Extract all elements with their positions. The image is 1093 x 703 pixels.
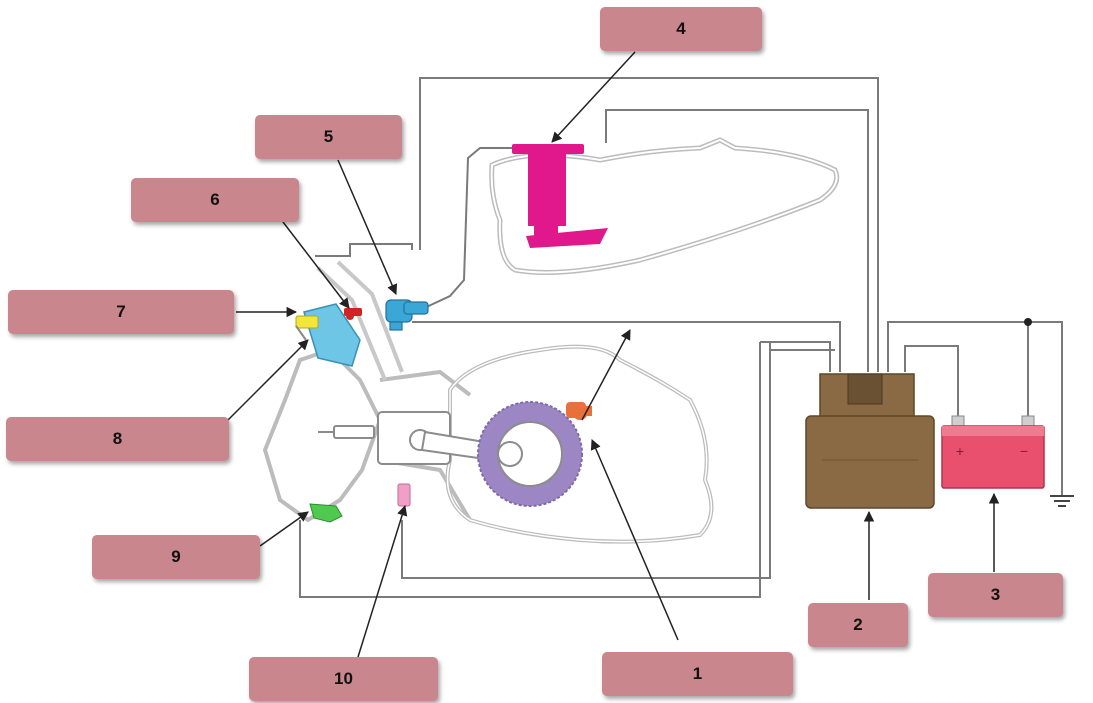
throttle-body <box>295 303 361 367</box>
fuel-injector <box>385 299 429 331</box>
engine-temperature-sensor <box>397 483 411 507</box>
callout-label-9: 9 <box>92 535 260 579</box>
crank-rotor <box>477 401 583 507</box>
battery-plus-symbol: + <box>956 443 964 459</box>
intake-duct <box>316 260 404 381</box>
callout-label-4: 4 <box>600 7 762 51</box>
ground-junction-dot <box>1024 318 1032 326</box>
callout-label-10: 10 <box>249 657 438 701</box>
crankshaft-position-sensor <box>566 402 592 420</box>
leader-arrows <box>227 51 1000 658</box>
intake-air-sensor <box>344 308 362 320</box>
oxygen-sensor <box>309 503 343 523</box>
callout-label-8: 8 <box>6 417 229 461</box>
callout-label-1: 1 <box>602 652 793 696</box>
callout-label-2: 2 <box>808 603 908 647</box>
ground-symbol <box>1050 495 1074 507</box>
callout-label-3: 3 <box>928 573 1063 617</box>
ecu-unit <box>805 373 935 509</box>
battery <box>941 415 1045 489</box>
wiring-harness <box>299 77 1063 598</box>
engine-outline-inner <box>446 345 713 543</box>
fuel-pump <box>512 144 608 248</box>
callout-label-5: 5 <box>255 115 402 159</box>
fuel-tank-inner <box>490 138 838 274</box>
callout-label-7: 7 <box>8 290 234 334</box>
callout-label-6: 6 <box>131 178 299 222</box>
spark-plug <box>318 425 375 439</box>
battery-minus-symbol: − <box>1020 443 1028 459</box>
